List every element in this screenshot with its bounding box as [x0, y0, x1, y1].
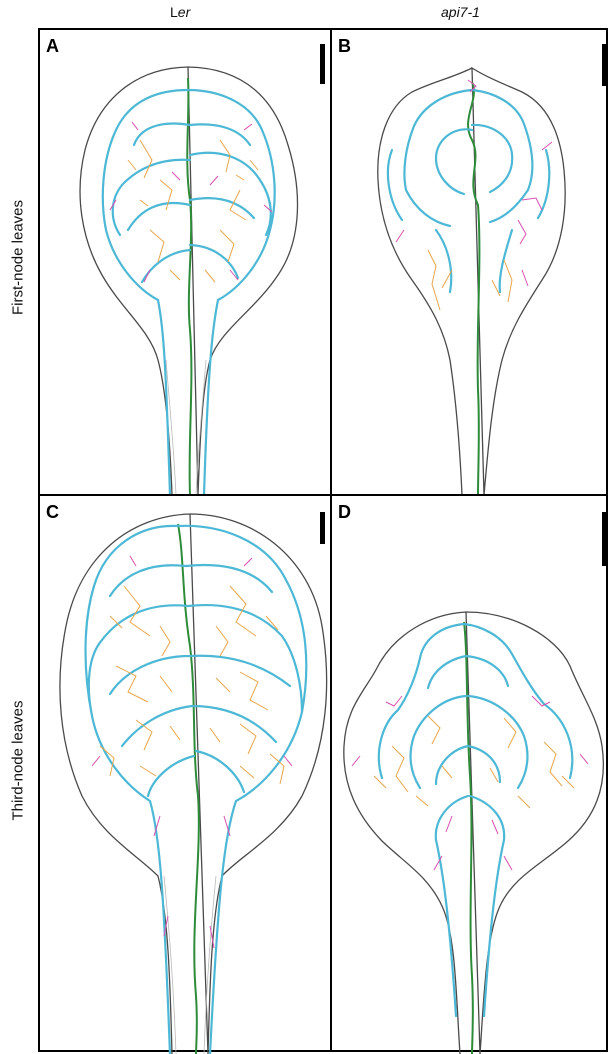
column-header-api7-1: api7-1: [441, 4, 480, 20]
leaf-vein-drawing: [332, 30, 608, 498]
panel-d: D: [330, 494, 608, 1052]
header-italic: er: [178, 4, 190, 20]
row-label-first-node: First-node leaves: [10, 188, 27, 328]
column-header-ler: Ler: [170, 4, 190, 20]
panel-c: C: [38, 494, 332, 1052]
panel-b: B: [330, 28, 608, 496]
leaf-vein-drawing: [40, 496, 334, 1054]
panel-a: A: [38, 28, 332, 496]
leaf-vein-drawing: [40, 30, 334, 498]
leaf-vein-drawing: [332, 496, 608, 1054]
header-prefix: L: [170, 4, 178, 20]
row-label-third-node: Third-node leaves: [10, 691, 27, 831]
header-italic: api7-1: [441, 4, 480, 20]
